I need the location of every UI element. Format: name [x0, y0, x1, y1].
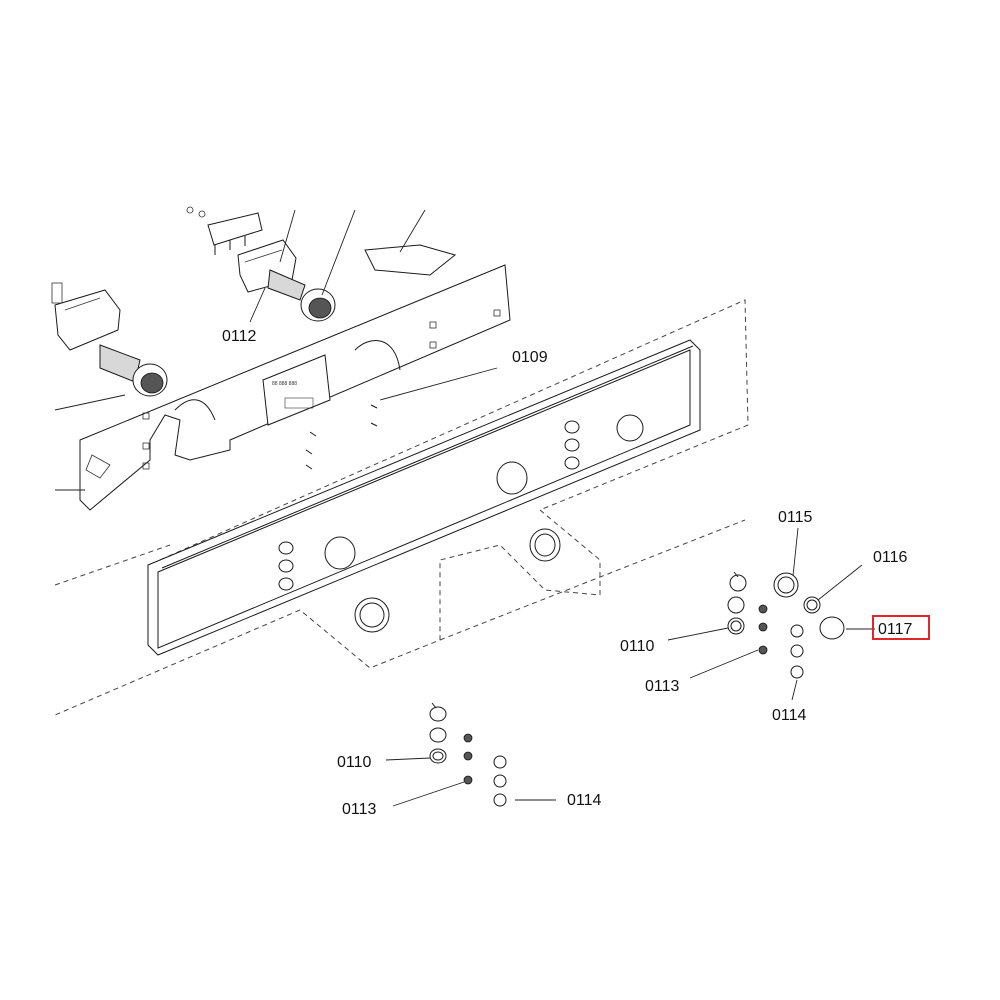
clip-bottom: [493, 755, 507, 807]
knob-cap: [727, 571, 747, 635]
highlight-box-0117: [872, 615, 930, 640]
callout-0114-right: 0114: [772, 707, 807, 724]
control-panel-frame: [147, 339, 701, 656]
callout-0113-bottom: 0113: [342, 801, 377, 818]
leader-0112: [249, 287, 266, 323]
spring-bottom: [463, 733, 473, 785]
display-module: [262, 354, 331, 426]
leader-0109: [379, 367, 498, 401]
knob: [99, 269, 336, 397]
spring: [758, 604, 768, 655]
knob-cap-bottom: [429, 702, 447, 764]
callout-0113-right: 0113: [645, 678, 680, 695]
bezel-ring-0115: [773, 572, 799, 598]
ring-0116: [803, 596, 821, 614]
ribbon-cable: [364, 244, 457, 276]
dashed-assembly-outline: [54, 299, 749, 716]
callout-0114-bottom: 0114: [567, 792, 602, 809]
svg-text:88 888 888: 88 888 888: [272, 381, 297, 387]
callout-0109: 0109: [512, 349, 548, 366]
callout-0112: 0112: [222, 328, 257, 345]
callout-0117: 0117: [878, 621, 913, 638]
callout-0115: 0115: [778, 509, 813, 526]
bezel-ring: [354, 528, 561, 633]
knob-cap-0117: [819, 616, 845, 640]
control-board: 88 888 888: [79, 209, 511, 511]
callout-0116: 0116: [873, 549, 908, 566]
clip: [790, 624, 804, 679]
callout-0110-bottom: 0110: [337, 754, 372, 771]
knob-bracket: [51, 206, 297, 351]
callout-0110-right: 0110: [620, 638, 655, 655]
